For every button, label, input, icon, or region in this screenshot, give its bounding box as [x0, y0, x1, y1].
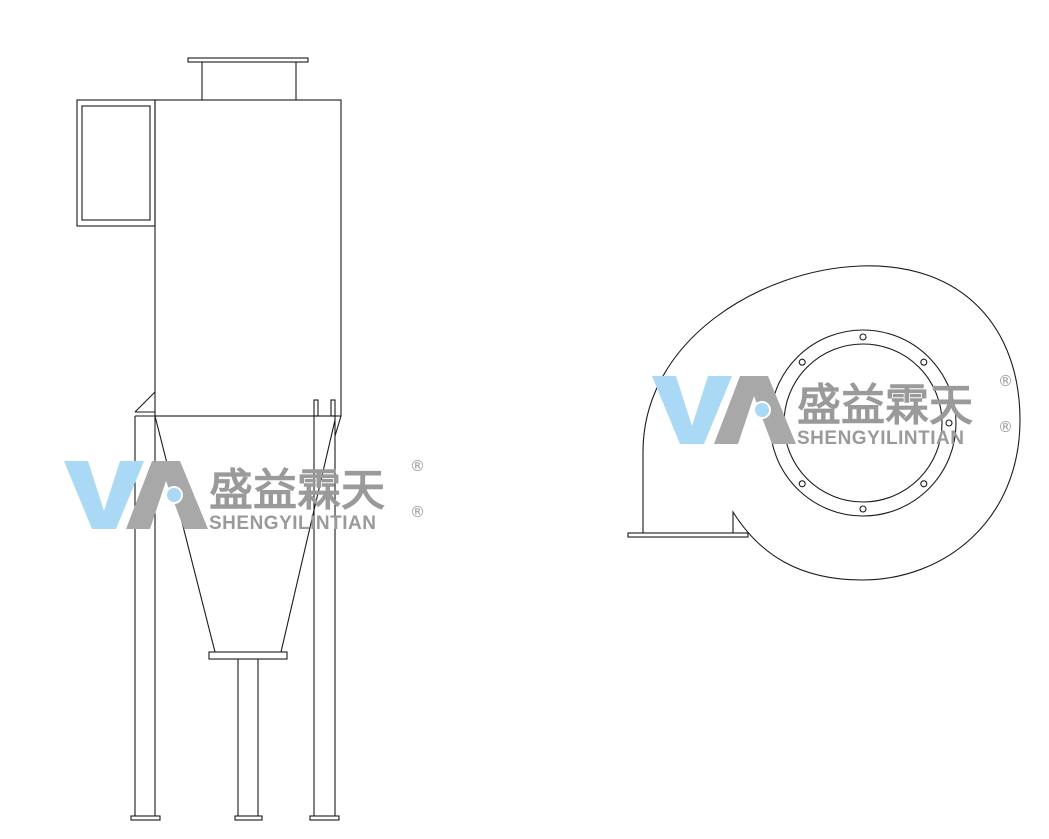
registered-mark-top: ® — [410, 457, 425, 475]
watermark-right: 盛益霖天 ® SHENGYILINTIAN ® — [652, 372, 1013, 449]
bolt-hole-8 — [798, 358, 806, 366]
fan-volute-casing — [642, 265, 1021, 581]
bolt-hole-1 — [859, 333, 867, 341]
watermark-left: 盛益霖天 ® SHENGYILINTIAN ® — [64, 457, 425, 534]
brand-name-cn: 盛益霖天 — [797, 380, 973, 431]
brand-name-en: SHENGYILINTIAN — [797, 428, 964, 449]
top-flange — [187, 57, 309, 63]
bolt-hole-4 — [920, 480, 928, 488]
hopper-right-edge — [280, 419, 336, 653]
bolt-hole-2 — [920, 358, 928, 366]
brand-logo-icon — [64, 461, 208, 529]
discharge-foot — [234, 815, 263, 821]
right-leg-foot — [309, 815, 340, 821]
dust-collector-view — [76, 57, 342, 821]
bolt-hole-6 — [798, 480, 806, 488]
side-inlet-box-inner — [81, 105, 151, 221]
right-bracket-post-b — [330, 399, 336, 417]
hopper-outlet-flange — [208, 651, 288, 660]
side-inlet-box-outer — [76, 99, 156, 227]
brand-name-cn: 盛益霖天 — [209, 465, 385, 516]
hopper-left-edge — [154, 415, 216, 653]
right-bracket-post-a — [313, 399, 319, 417]
left-bracket-diag — [134, 391, 156, 413]
brand-name-en: SHENGYILINTIAN — [209, 513, 376, 534]
registered-mark-top: ® — [998, 372, 1013, 390]
bolt-hole-3 — [945, 419, 953, 427]
registered-mark-bottom: ® — [410, 503, 425, 521]
registered-mark-bottom: ® — [998, 418, 1013, 436]
bolt-hole-5 — [859, 505, 867, 513]
hopper-right-stub — [334, 415, 342, 437]
left-leg-foot — [130, 815, 161, 821]
brand-logo-icon — [652, 376, 796, 444]
fan-outlet-flange — [627, 532, 749, 538]
collector-body — [154, 99, 342, 417]
